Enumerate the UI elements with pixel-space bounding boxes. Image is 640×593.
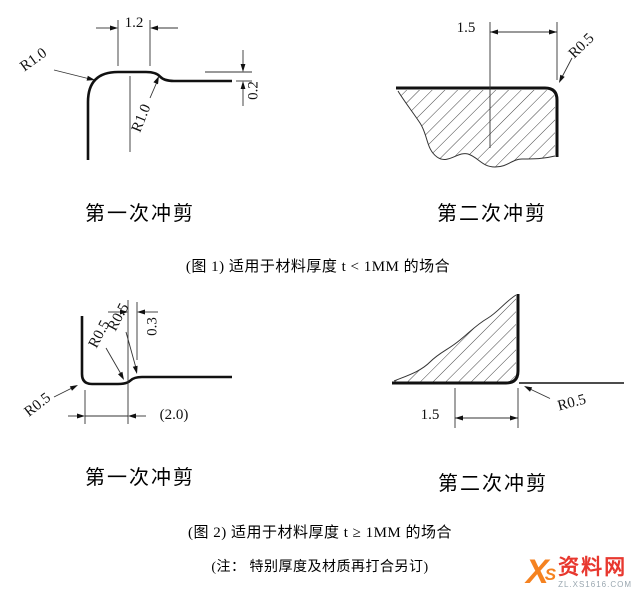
- watermark-site-name: 资料网: [558, 555, 628, 579]
- fig2-second-shear-drawing: [392, 294, 624, 428]
- extension-and-dimension-lines: [53, 20, 252, 152]
- site-watermark: X S 资料网 ZL.XS1616.COM: [526, 552, 632, 591]
- watermark-site-url: ZL.XS1616.COM: [558, 580, 632, 589]
- dimension-label-width: 1.5: [456, 20, 476, 36]
- profile-line: [86, 70, 232, 160]
- extension-and-dimension-lines: [454, 388, 551, 428]
- profile-line: [80, 316, 232, 386]
- dimension-label-step: 0.3: [144, 317, 161, 336]
- fig1-right-caption: 第二次冲剪: [437, 203, 547, 225]
- fig2-note: (图 2) 适用于材料厚度 t ≥ 1MM 的场合: [187, 525, 453, 541]
- extension-and-dimension-lines: [53, 300, 158, 424]
- fig1-note: (图 1) 适用于材料厚度 t < 1MM 的场合: [185, 259, 451, 275]
- arrowheads: [86, 25, 246, 89]
- fig2-left-caption: 第一次冲剪: [85, 467, 195, 489]
- dimension-label-width: 1.5: [420, 407, 440, 423]
- arrowheads: [455, 386, 533, 421]
- profile-line: [396, 86, 559, 157]
- profile-line: [392, 294, 520, 385]
- watermark-logo-x: X: [526, 552, 549, 591]
- dimension-label-step: 0.2: [245, 81, 262, 100]
- fig1-left-caption: 第一次冲剪: [85, 203, 195, 225]
- arrowheads: [69, 309, 145, 419]
- arrowheads: [490, 29, 565, 83]
- hatched-material-region: [398, 90, 555, 167]
- fig1-first-shear-drawing: [53, 20, 252, 160]
- break-line: [397, 90, 556, 168]
- fig1-second-shear-drawing: [396, 22, 573, 168]
- break-line: [393, 294, 517, 382]
- dimension-label-width: (2.0): [159, 407, 189, 423]
- extension-and-dimension-lines: [489, 22, 573, 148]
- hatched-material-region: [392, 295, 516, 382]
- fig2-right-caption: 第二次冲剪: [438, 473, 548, 495]
- fig2-first-shear-drawing: [53, 300, 232, 424]
- watermark-text: 资料网 ZL.XS1616.COM: [558, 556, 632, 589]
- watermark-logo-s: S: [544, 564, 557, 584]
- dimension-label-width: 1.2: [124, 15, 144, 31]
- fig2-remark: (注： 特别厚度及材质再打合另订): [211, 560, 429, 575]
